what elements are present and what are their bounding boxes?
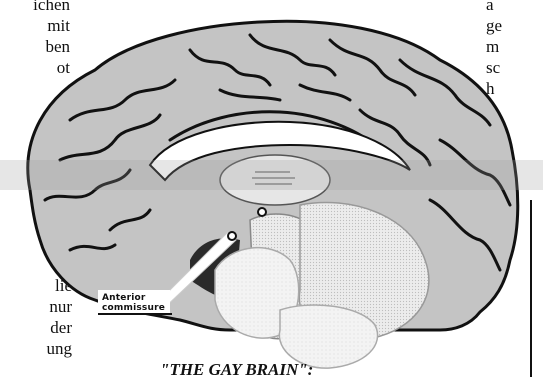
label-line: Anterior: [102, 293, 165, 303]
figure-caption: "THE GAY BRAIN":: [160, 360, 313, 377]
commissure-marker: [258, 208, 266, 216]
anterior-commissure-label: Anterior commissure: [102, 293, 165, 313]
anterior-commissure-dot: [228, 232, 236, 240]
label-line: commissure: [102, 303, 165, 313]
frame-line: [530, 200, 532, 377]
cerebellum-lower: [279, 305, 377, 368]
scan-band: [0, 160, 543, 190]
